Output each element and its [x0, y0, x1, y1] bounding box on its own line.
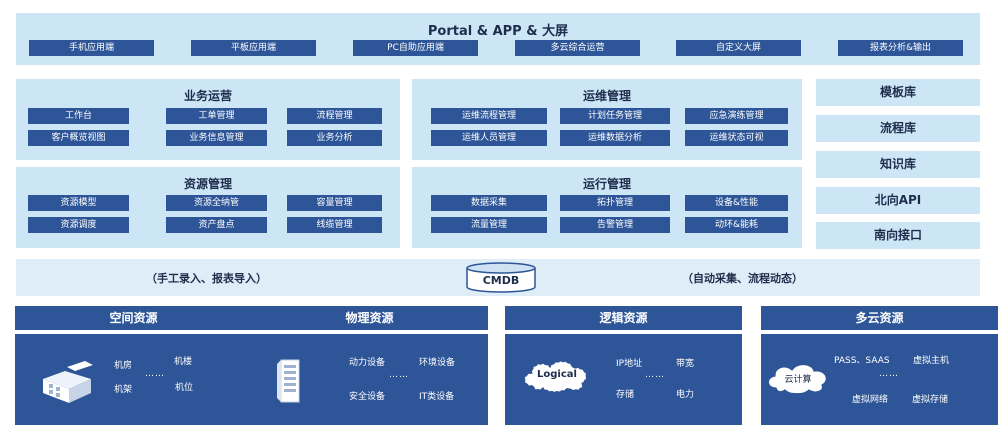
physical-item: 动力设备 [349, 358, 386, 368]
logical-resources-column: 逻辑资源 Logical IP地址 带宽 …… 存储 电力 [505, 306, 742, 425]
portal-item-multicloud[interactable]: 多云综合运营 [515, 40, 640, 56]
business-ops-panel: 业务运营 工作台 工单管理 流程管理 客户概览视图 业务信息管理 业务分析 [16, 79, 400, 160]
sidebar-northbound-api[interactable]: 北向API [816, 187, 980, 214]
physical-resources-body: 动力设备 环境设备 …… 安全设备 IT类设备 [251, 334, 488, 425]
sidebar-knowledge-base[interactable]: 知识库 [816, 151, 980, 178]
portal-title: Portal & APP & 大屏 [427, 24, 569, 39]
sidebar-southbound-interface[interactable]: 南向接口 [816, 222, 980, 249]
space-resources-body: 机房 机楼 …… 机架 机位 [15, 334, 252, 425]
business-ops-item[interactable]: 工单管理 [166, 108, 267, 124]
maintenance-item[interactable]: 运维状态可视 [685, 130, 788, 146]
resource-mgmt-item[interactable]: 资源调度 [28, 217, 129, 233]
cmdb-band: （手工录入、报表导入） （自动采集、流程动态） CMDB [16, 259, 980, 296]
logical-badge: Logical [537, 369, 577, 380]
resource-mgmt-item[interactable]: 资产盘点 [166, 217, 267, 233]
maintenance-item[interactable]: 应急演练管理 [685, 108, 788, 124]
physical-item: 环境设备 [419, 358, 456, 368]
server-cabinet-icon [275, 356, 305, 406]
maintenance-item[interactable]: 运维人员管理 [431, 130, 547, 146]
resource-mgmt-item[interactable]: 资源模型 [28, 195, 129, 211]
cmdb-right-text: （自动采集、流程动态） [682, 272, 803, 285]
logical-ellipsis: …… [645, 370, 665, 380]
maintenance-title: 运维管理 [582, 89, 631, 103]
logical-item: 存储 [616, 390, 635, 400]
space-item: 机楼 [174, 357, 193, 367]
multicloud-resources-title: 多云资源 [761, 306, 998, 330]
logical-item: IP地址 [616, 359, 643, 369]
maintenance-item[interactable]: 运维流程管理 [431, 108, 547, 124]
physical-item: 安全设备 [349, 392, 386, 402]
portal-item-tablet[interactable]: 平板应用端 [191, 40, 316, 56]
cmdb-left-text: （手工录入、报表导入） [146, 272, 267, 285]
logical-resources-body: Logical IP地址 带宽 …… 存储 电力 [505, 334, 742, 425]
business-ops-item[interactable]: 客户概览视图 [28, 130, 129, 146]
logical-item: 带宽 [676, 359, 695, 369]
space-ellipsis: …… [145, 369, 165, 379]
portal-item-pc[interactable]: PC自助应用端 [353, 40, 478, 56]
physical-ellipsis: …… [389, 370, 409, 380]
running-mgmt-item[interactable]: 动环&能耗 [685, 217, 788, 233]
multicloud-item: 虚拟网络 [852, 395, 889, 405]
sidebar-template-library[interactable]: 模板库 [816, 79, 980, 106]
space-resources-title: 空间资源 [15, 306, 252, 330]
running-mgmt-item[interactable]: 数据采集 [431, 195, 547, 211]
space-item: 机位 [175, 383, 194, 393]
running-mgmt-title: 运行管理 [582, 177, 631, 191]
space-item: 机房 [114, 361, 133, 371]
business-ops-title: 业务运营 [183, 89, 232, 103]
multicloud-badge: 云计算 [784, 375, 812, 385]
physical-resources-column: 物理资源 动力设备 环境设备 …… 安全设备 IT类设备 [251, 306, 488, 425]
space-resources-column: 空间资源 机房 机楼 …… 机架 机位 [15, 306, 252, 425]
multicloud-ellipsis: …… [879, 369, 899, 379]
multicloud-resources-column: 多云资源 云计算 PASS、SAAS 虚拟主机 …… 虚拟网络 虚拟存储 [761, 306, 998, 425]
multicloud-item: 虚拟主机 [913, 356, 950, 366]
business-ops-item[interactable]: 流程管理 [287, 108, 382, 124]
running-mgmt-item[interactable]: 告警管理 [560, 217, 670, 233]
physical-resources-title: 物理资源 [251, 306, 488, 330]
resource-mgmt-item[interactable]: 资源全纳管 [166, 195, 267, 211]
portal-item-custom-screen[interactable]: 自定义大屏 [676, 40, 801, 56]
running-mgmt-item[interactable]: 流量管理 [431, 217, 547, 233]
building-icon [37, 357, 97, 407]
business-ops-item[interactable]: 工作台 [28, 108, 129, 124]
running-mgmt-panel: 运行管理 数据采集 拓扑管理 设备&性能 流量管理 告警管理 动环&能耗 [412, 167, 802, 248]
running-mgmt-item[interactable]: 拓扑管理 [560, 195, 670, 211]
maintenance-panel: 运维管理 运维流程管理 计划任务管理 应急演练管理 运维人员管理 运维数据分析 … [412, 79, 802, 160]
resource-mgmt-item[interactable]: 容量管理 [287, 195, 382, 211]
portal-panel: Portal & APP & 大屏 手机应用端 平板应用端 PC自助应用端 多云… [16, 13, 980, 65]
business-ops-item[interactable]: 业务信息管理 [166, 130, 267, 146]
maintenance-item[interactable]: 计划任务管理 [560, 108, 670, 124]
cloud-computing-icon: 云计算 [763, 358, 833, 396]
resource-mgmt-item[interactable]: 线缆管理 [287, 217, 382, 233]
portal-item-mobile[interactable]: 手机应用端 [29, 40, 154, 56]
logical-cloud-icon: Logical [519, 356, 595, 394]
cmdb-label: CMDB [482, 274, 520, 287]
multicloud-resources-body: 云计算 PASS、SAAS 虚拟主机 …… 虚拟网络 虚拟存储 [761, 334, 998, 425]
running-mgmt-item[interactable]: 设备&性能 [685, 195, 788, 211]
physical-item: IT类设备 [419, 392, 455, 402]
business-ops-item[interactable]: 业务分析 [287, 130, 382, 146]
resource-mgmt-title: 资源管理 [183, 177, 232, 191]
cmdb-database-icon[interactable]: CMDB [465, 262, 537, 293]
resource-mgmt-panel: 资源管理 资源模型 资源全纳管 容量管理 资源调度 资产盘点 线缆管理 [16, 167, 400, 248]
space-item: 机架 [114, 385, 133, 395]
multicloud-item: 虚拟存储 [912, 395, 949, 405]
logical-item: 电力 [676, 390, 695, 400]
multicloud-item: PASS、SAAS [834, 356, 890, 366]
portal-item-report[interactable]: 报表分析&输出 [838, 40, 963, 56]
sidebar-process-library[interactable]: 流程库 [816, 115, 980, 142]
logical-resources-title: 逻辑资源 [505, 306, 742, 330]
maintenance-item[interactable]: 运维数据分析 [560, 130, 670, 146]
